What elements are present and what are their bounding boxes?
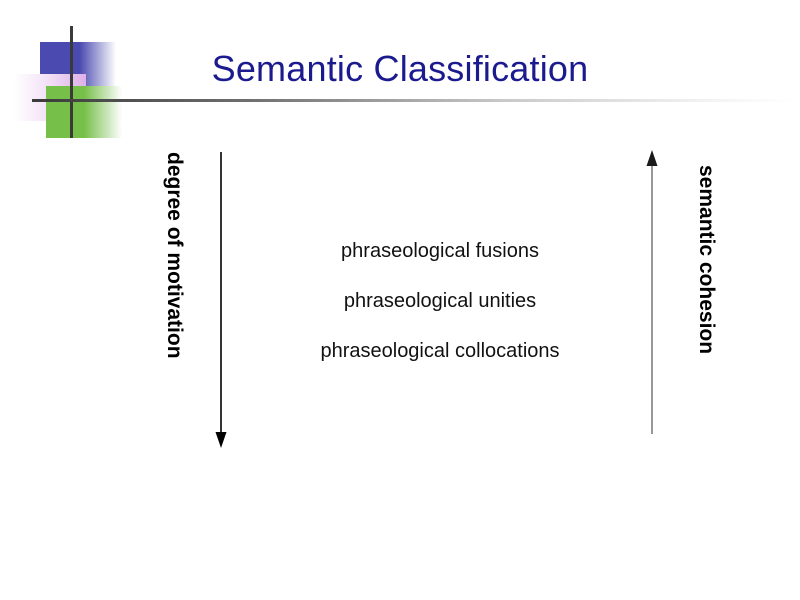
logo-vertical-line — [70, 26, 73, 138]
list-item: phraseological collocations — [320, 340, 560, 362]
left-axis-label: degree of motivation — [163, 152, 186, 359]
page-title: Semantic Classification — [211, 48, 589, 89]
header-divider — [32, 99, 794, 102]
left-axis-arrow-down — [207, 152, 237, 457]
decorative-logo — [14, 24, 134, 139]
list-item: phraseological unities — [343, 290, 537, 312]
list-item: phraseological fusions — [341, 240, 539, 262]
logo-green-square — [46, 86, 122, 138]
right-axis-arrow-up — [638, 148, 668, 443]
classification-list: phraseological fusions phraseological un… — [240, 226, 640, 376]
right-axis-label: semantic cohesion — [695, 165, 718, 355]
